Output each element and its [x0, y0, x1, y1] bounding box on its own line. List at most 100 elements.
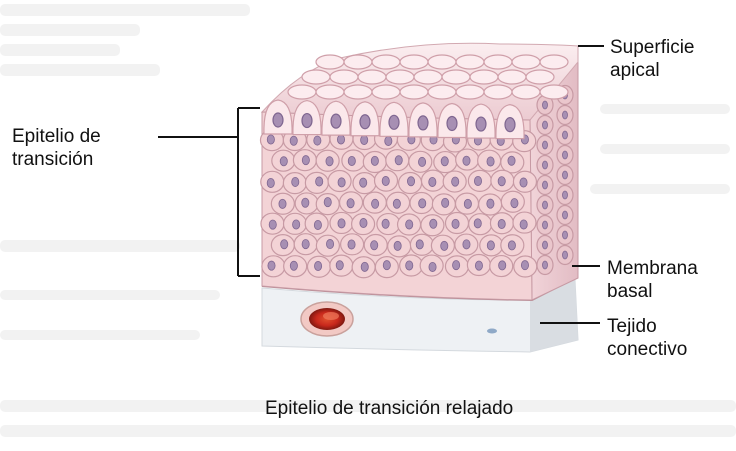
cell-nucleus — [451, 218, 460, 229]
cell-nucleus — [268, 219, 277, 230]
cell-nucleus — [323, 197, 332, 208]
cell-nucleus — [441, 197, 450, 208]
apical-dome-cap — [511, 54, 541, 70]
cell-nucleus — [360, 261, 369, 272]
cell-nucleus — [337, 177, 346, 188]
cell-nucleus — [335, 260, 344, 271]
apical-dome-cap — [329, 69, 359, 85]
cell-nucleus — [542, 180, 548, 190]
cell-nucleus — [462, 239, 471, 250]
cell-nucleus — [370, 155, 379, 166]
cell-nucleus — [313, 219, 322, 230]
cell-nucleus — [428, 176, 437, 187]
apical-dome-cap — [511, 84, 541, 100]
apical-dome-cap — [357, 69, 387, 85]
cell-nucleus — [562, 250, 568, 260]
cell-nucleus — [325, 156, 334, 167]
apical-dome-cap — [343, 84, 373, 100]
cell-nucleus — [418, 156, 427, 167]
cell-nucleus — [278, 198, 287, 209]
apical-dome-cap — [497, 69, 527, 85]
cell-nucleus — [360, 134, 369, 145]
cell-nucleus — [394, 155, 403, 166]
fibroblast — [487, 328, 497, 334]
label-superficie-apical-line2: apical — [610, 60, 660, 81]
cell-nucleus — [346, 198, 355, 209]
cell-nucleus — [381, 176, 390, 187]
apical-dome-cap — [399, 84, 429, 100]
cell-nucleus — [486, 198, 495, 209]
cell-nucleus — [326, 239, 335, 250]
cell-nucleus — [463, 198, 472, 209]
apical-dome-cap — [483, 54, 513, 70]
cell-nucleus — [381, 218, 390, 229]
cell-nucleus — [462, 155, 471, 166]
cell-nucleus — [520, 260, 529, 271]
cell-nucleus — [562, 130, 568, 140]
cell-nucleus — [266, 177, 275, 188]
cell-nucleus — [497, 176, 506, 187]
cell-nucleus — [418, 198, 427, 209]
cell-nucleus — [542, 140, 548, 150]
apical-dome-cap — [539, 84, 569, 100]
apical-dome-cap — [287, 84, 317, 100]
dome-cell-layer — [263, 54, 569, 140]
apical-dome-cap — [371, 54, 401, 70]
cell-nucleus — [562, 170, 568, 180]
cell-nucleus — [507, 240, 516, 251]
cell-nucleus — [314, 261, 323, 272]
cell-nucleus — [507, 155, 516, 166]
dome-cell-nucleus — [388, 114, 400, 130]
cell-nucleus — [279, 156, 288, 167]
cell-nucleus — [519, 177, 528, 188]
apical-dome-cap — [385, 69, 415, 85]
dome-cell-nucleus — [272, 112, 284, 128]
cell-nucleus — [452, 260, 461, 271]
cell-nucleus — [301, 155, 310, 166]
label-superficie-apical: Superficie apical — [610, 36, 695, 82]
cell-nucleus — [519, 219, 528, 230]
cell-nucleus — [301, 197, 310, 208]
cell-nucleus — [429, 218, 438, 229]
cell-nucleus — [347, 239, 356, 250]
cell-nucleus — [289, 260, 298, 271]
blood-vessel — [300, 301, 354, 337]
label-epitelio-line2: transición — [12, 149, 94, 170]
dome-cell-nucleus — [475, 116, 487, 132]
label-tejido-conectivo: Tejido conectivo — [607, 315, 687, 361]
cell-nucleus — [359, 177, 368, 188]
cell-nucleus — [562, 230, 568, 240]
cell-nucleus — [337, 218, 346, 229]
cell-nucleus — [384, 135, 393, 146]
cell-nucleus — [291, 176, 300, 187]
bracket-epitelio — [158, 107, 260, 277]
apical-dome-cap — [455, 84, 485, 100]
cell-nucleus — [486, 156, 495, 167]
cell-nucleus — [336, 134, 345, 145]
apical-dome-cap — [301, 69, 331, 85]
cell-nucleus — [498, 260, 507, 271]
cell-nucleus — [371, 198, 380, 209]
apical-dome-cap — [441, 69, 471, 85]
apical-dome-cap — [427, 54, 457, 70]
apical-dome-cap — [399, 54, 429, 70]
dome-cell-nucleus — [330, 113, 342, 129]
cell-nucleus — [359, 218, 368, 229]
cell-nucleus — [440, 156, 449, 167]
cell-nucleus — [542, 100, 548, 110]
cell-nucleus — [562, 210, 568, 220]
cell-nucleus — [542, 200, 548, 210]
dome-cell-nucleus — [301, 112, 313, 129]
cell-nucleus — [562, 110, 568, 120]
cell-nucleus — [347, 155, 356, 166]
cell-nucleus — [392, 198, 401, 209]
cell-nucleus — [542, 220, 548, 230]
label-tejido-conectivo-line2: conectivo — [607, 339, 688, 360]
cell-nucleus — [486, 240, 495, 251]
cell-nucleus — [497, 219, 506, 230]
cell-nucleus — [313, 135, 322, 146]
dome-cell-nucleus — [359, 114, 371, 130]
cell-nucleus — [440, 240, 449, 251]
apical-dome-cap — [315, 84, 345, 100]
